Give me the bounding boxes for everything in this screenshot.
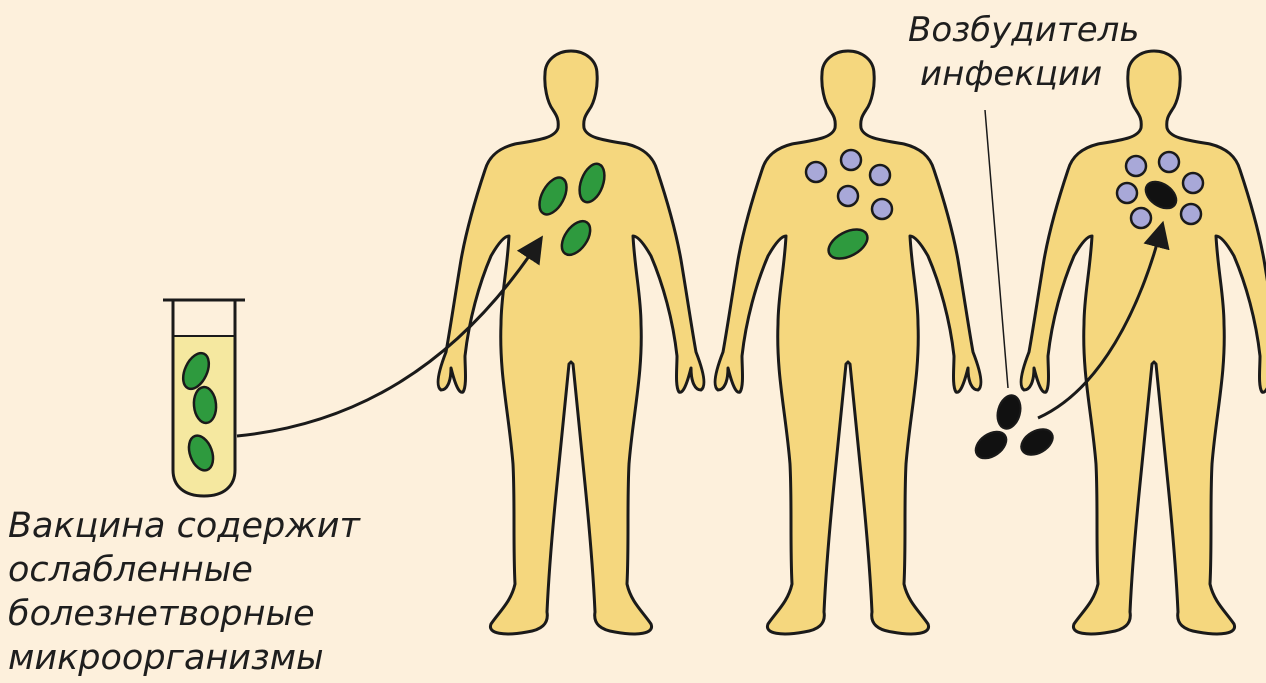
antibody (1126, 156, 1146, 176)
free-pathogens (971, 393, 1057, 464)
antibody (1181, 204, 1201, 224)
test-tube (163, 300, 245, 496)
vaccine-caption-line-1: Вакцина содержит (8, 504, 360, 548)
pathogen-caption: Возбудитель инфекции (908, 8, 1139, 96)
vaccine-caption-line-3: болезнетворные (8, 592, 360, 636)
pathogen-caption-line-1: Возбудитель (908, 8, 1139, 52)
pathogen (1017, 424, 1057, 460)
antibody (838, 186, 858, 206)
human-figure-2 (715, 51, 981, 634)
vaccine-caption-line-2: ослабленные (8, 548, 360, 592)
pathogen-caption-line-2: инфекции (908, 52, 1139, 96)
antibody (1117, 183, 1137, 203)
vaccine-arrow (237, 240, 540, 436)
vaccine-caption: Вакцина содержит ослабленные болезнетвор… (8, 504, 360, 680)
antibody (841, 150, 861, 170)
antibody (1183, 173, 1203, 193)
antibody (872, 199, 892, 219)
antibody (806, 162, 826, 182)
human-figure-1 (438, 51, 704, 634)
pathogen (971, 426, 1011, 464)
vaccine-caption-line-4: микроорганизмы (8, 636, 360, 680)
human-figure-3 (1021, 51, 1266, 634)
pathogen-label-pointer (985, 110, 1008, 388)
pathogen (994, 393, 1024, 432)
antibody (1159, 152, 1179, 172)
antibody (870, 165, 890, 185)
antibody (1131, 208, 1151, 228)
